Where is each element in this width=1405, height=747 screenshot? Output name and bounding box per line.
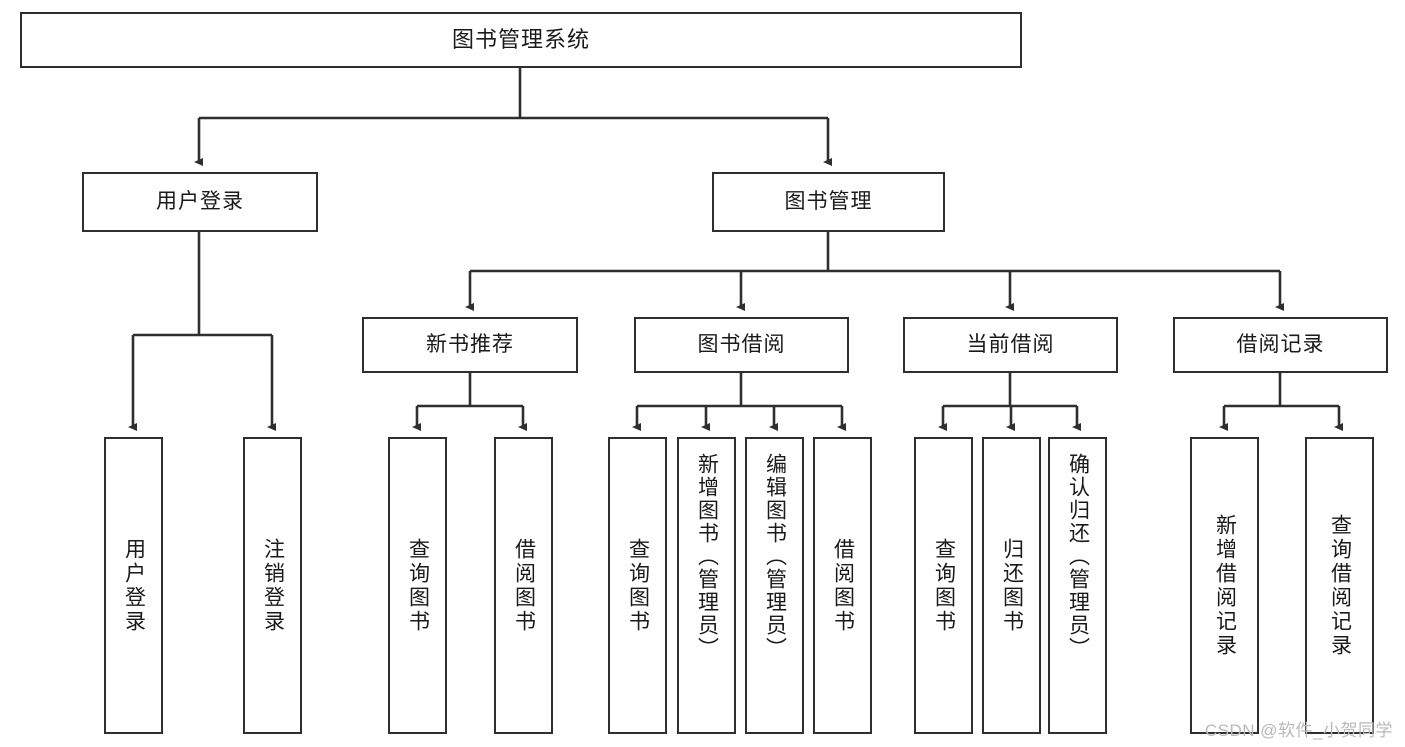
node-label: 查询图书 xyxy=(932,537,956,634)
node-label: 借阅图书 xyxy=(831,537,855,634)
leaf-query-borrow-record[interactable]: 查询借阅记录 xyxy=(1305,437,1374,734)
node-label: 新增借阅记录 xyxy=(1213,513,1237,658)
csdn-watermark: CSDN @软件_小贺同学 xyxy=(1204,721,1393,740)
node-root-book-management-system[interactable]: 图书管理系统 xyxy=(20,12,1022,68)
leaf-return-book[interactable]: 归还图书 xyxy=(982,437,1041,734)
node-label: 归还图书 xyxy=(1000,537,1024,634)
leaf-user-login[interactable]: 用户登录 xyxy=(104,437,163,734)
leaf-confirm-return-admin[interactable]: 确认归还（管理员） xyxy=(1048,437,1107,734)
node-label: 借阅记录 xyxy=(1236,332,1325,356)
node-new-book-recommend[interactable]: 新书推荐 xyxy=(362,317,578,373)
node-label: 新增图书（管理员） xyxy=(695,453,719,660)
leaf-query-book-recommend[interactable]: 查询图书 xyxy=(388,437,447,734)
node-label: 用户登录 xyxy=(156,189,244,213)
node-label: 图书借阅 xyxy=(697,332,786,356)
node-label: 注销登录 xyxy=(261,537,285,634)
leaf-logout[interactable]: 注销登录 xyxy=(243,437,302,734)
leaf-borrow-book-recommend[interactable]: 借阅图书 xyxy=(494,437,553,734)
node-label: 查询图书 xyxy=(406,537,430,634)
node-label: 借阅图书 xyxy=(512,537,536,634)
node-current-borrow[interactable]: 当前借阅 xyxy=(903,317,1118,373)
leaf-query-book-current[interactable]: 查询图书 xyxy=(914,437,973,734)
node-label: 新书推荐 xyxy=(426,332,514,356)
node-borrow-record[interactable]: 借阅记录 xyxy=(1173,317,1388,373)
node-label: 图书管理 xyxy=(784,189,873,213)
node-label: 当前借阅 xyxy=(966,332,1055,356)
leaf-add-borrow-record[interactable]: 新增借阅记录 xyxy=(1190,437,1259,734)
node-label: 用户登录 xyxy=(122,537,146,634)
node-label: 确认归还（管理员） xyxy=(1066,453,1090,660)
node-label: 图书管理系统 xyxy=(451,27,590,53)
node-label: 查询图书 xyxy=(626,537,650,634)
node-user-login[interactable]: 用户登录 xyxy=(82,172,318,232)
leaf-borrow-book[interactable]: 借阅图书 xyxy=(813,437,872,734)
node-label: 查询借阅记录 xyxy=(1328,513,1352,658)
node-book-management[interactable]: 图书管理 xyxy=(712,172,945,232)
node-label: 编辑图书（管理员） xyxy=(763,453,787,660)
node-book-borrow[interactable]: 图书借阅 xyxy=(634,317,849,373)
leaf-query-book-borrow[interactable]: 查询图书 xyxy=(608,437,667,734)
leaf-edit-book-admin[interactable]: 编辑图书（管理员） xyxy=(745,437,804,734)
leaf-add-book-admin[interactable]: 新增图书（管理员） xyxy=(677,437,736,734)
